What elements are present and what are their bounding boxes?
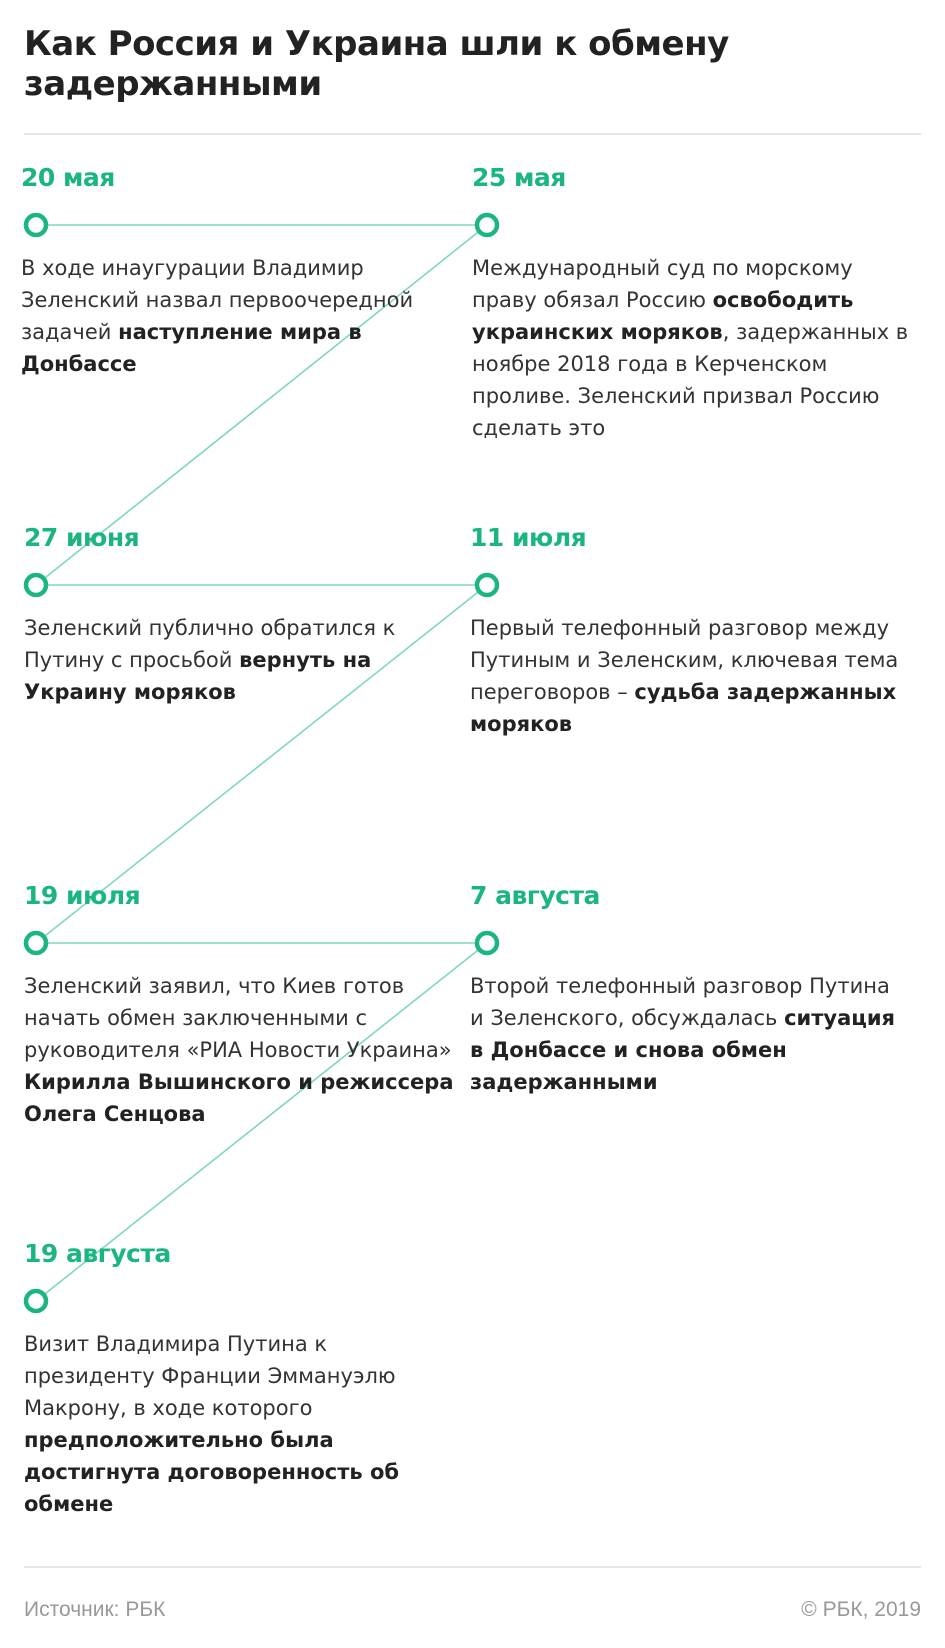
- timeline-node-icon: [474, 930, 500, 956]
- event-description: Международный суд по морскому праву обяз…: [472, 252, 912, 444]
- timeline-node-icon: [474, 572, 500, 598]
- event-description: Зеленский публично обратился к Путину с …: [24, 612, 464, 708]
- bottom-divider: [24, 1566, 921, 1568]
- highlighted-text: Кирилла Вышинского и режиссера Олега Сен…: [24, 1070, 454, 1126]
- text: Первый телефонный разговор между Путиным…: [470, 616, 899, 704]
- source-label: Источник: РБК: [24, 1598, 166, 1621]
- event-description: Первый телефонный разговор между Путиным…: [470, 612, 910, 740]
- text: , задержанных в ноябре 2018 года в Керче…: [472, 320, 909, 440]
- connector-diagonal: [35, 584, 488, 944]
- text: Международный суд по морскому праву обяз…: [472, 256, 853, 312]
- connector-diagonal: [35, 942, 488, 1302]
- event-description: Визит Владимира Путина к президенту Фран…: [24, 1328, 464, 1520]
- highlighted-text: освободить украинских моряков: [472, 288, 854, 344]
- highlighted-text: ситуация в Донбассе и снова обмен задерж…: [470, 1006, 896, 1094]
- text: Второй телефонный разговор Путина и Зеле…: [470, 974, 890, 1030]
- highlighted-text: вернуть на Украину моряков: [24, 648, 372, 704]
- event-date: 7 августа: [470, 881, 600, 910]
- timeline-node-icon: [474, 212, 500, 238]
- connector-diagonal: [35, 224, 488, 586]
- event-date: 27 июня: [24, 523, 140, 552]
- event-description: Зеленский заявил, что Киев готов начать …: [24, 970, 464, 1130]
- copyright-label: © РБК, 2019: [801, 1598, 921, 1621]
- timeline-node-icon: [23, 1288, 49, 1314]
- text: Зеленский публично обратился к Путину с …: [24, 616, 396, 672]
- highlighted-text: предположительно была достигнута договор…: [24, 1428, 400, 1516]
- timeline-node-icon: [23, 212, 49, 238]
- event-date: 20 мая: [21, 163, 115, 192]
- event-date: 19 июля: [24, 881, 141, 910]
- event-date: 11 июля: [470, 523, 587, 552]
- text: В ходе инаугурации Владимир Зеленский на…: [21, 256, 414, 344]
- timeline-node-icon: [23, 572, 49, 598]
- event-date: 25 мая: [472, 163, 566, 192]
- event-date: 19 августа: [24, 1239, 171, 1268]
- highlighted-text: судьба задержанных моряков: [470, 680, 897, 736]
- top-divider: [24, 133, 921, 135]
- text: Визит Владимира Путина к президенту Фран…: [24, 1332, 396, 1420]
- timeline-node-icon: [23, 930, 49, 956]
- event-description: Второй телефонный разговор Путина и Зеле…: [470, 970, 910, 1098]
- event-description: В ходе инаугурации Владимир Зеленский на…: [21, 252, 461, 380]
- page-title: Как Россия и Украина шли к обмену задерж…: [24, 24, 729, 104]
- highlighted-text: наступление мира в Донбассе: [21, 320, 362, 376]
- text: Зеленский заявил, что Киев готов начать …: [24, 974, 452, 1062]
